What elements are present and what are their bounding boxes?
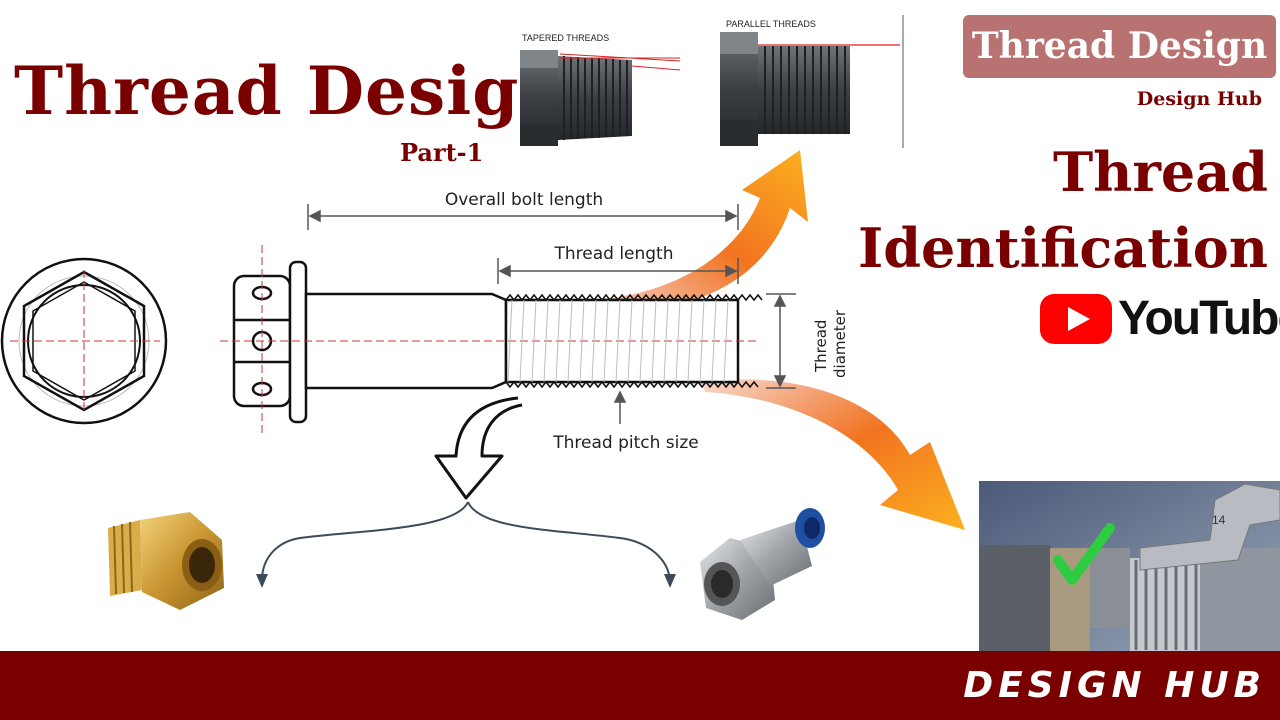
thread-diameter-label-2: diameter — [831, 309, 849, 378]
topic-line-1: Thread — [1053, 140, 1268, 204]
thread-length-label: Thread length — [553, 244, 673, 264]
title-badge: Thread Design — [963, 15, 1276, 78]
topic-line-2: Identification — [858, 216, 1268, 280]
part-label: Part-1 — [400, 138, 484, 167]
main-title: Thread Design — [14, 52, 569, 130]
dimension-overall-length — [307, 204, 739, 230]
youtube-logo: YouTube — [1040, 292, 1280, 346]
dimension-thread-diameter — [766, 293, 796, 389]
overall-length-label: Overall bolt length — [445, 190, 603, 210]
tapered-thread-label: TAPERED THREADS — [522, 33, 609, 43]
thread-lines — [507, 299, 729, 383]
thread-diameter-label-1: Thread — [812, 320, 830, 373]
left-branch-arrowhead-icon — [256, 574, 268, 588]
pitch-pointer — [613, 390, 627, 424]
footer-brand: DESIGN HUB — [963, 665, 1266, 706]
parallel-thread-label: PARALLEL THREADS — [726, 19, 816, 29]
thread-bottom-teeth — [505, 380, 759, 389]
bolt-end-view — [0, 257, 168, 425]
bolt-side-view — [220, 245, 760, 435]
fitting-photo: 14 — [979, 481, 1280, 651]
hollow-down-arrow-icon — [434, 396, 523, 500]
youtube-wordmark: YouTube — [1118, 292, 1280, 345]
pneumatic-fitting-image — [700, 508, 825, 620]
thread-top-teeth — [505, 293, 763, 302]
youtube-play-icon — [1040, 294, 1112, 344]
orange-arrow-down-icon — [700, 379, 965, 530]
dimension-thread-length — [497, 258, 739, 284]
right-branch-arrowhead-icon — [664, 574, 676, 588]
orange-arrow-up-icon — [590, 150, 808, 310]
checkmark-icon — [1053, 523, 1115, 585]
tapered-thread-image: TAPERED THREADS — [520, 33, 681, 146]
parallel-thread-image: PARALLEL THREADS — [720, 15, 904, 148]
brass-fitting-image — [108, 512, 224, 610]
pitch-label: Thread pitch size — [552, 433, 699, 453]
branch-arrows — [261, 501, 671, 581]
badge-title: Thread Design — [971, 25, 1268, 67]
badge-subtitle: Design Hub — [1136, 88, 1262, 110]
wrench-number: 14 — [1212, 513, 1226, 527]
footer-bar: DESIGN HUB — [0, 651, 1280, 720]
